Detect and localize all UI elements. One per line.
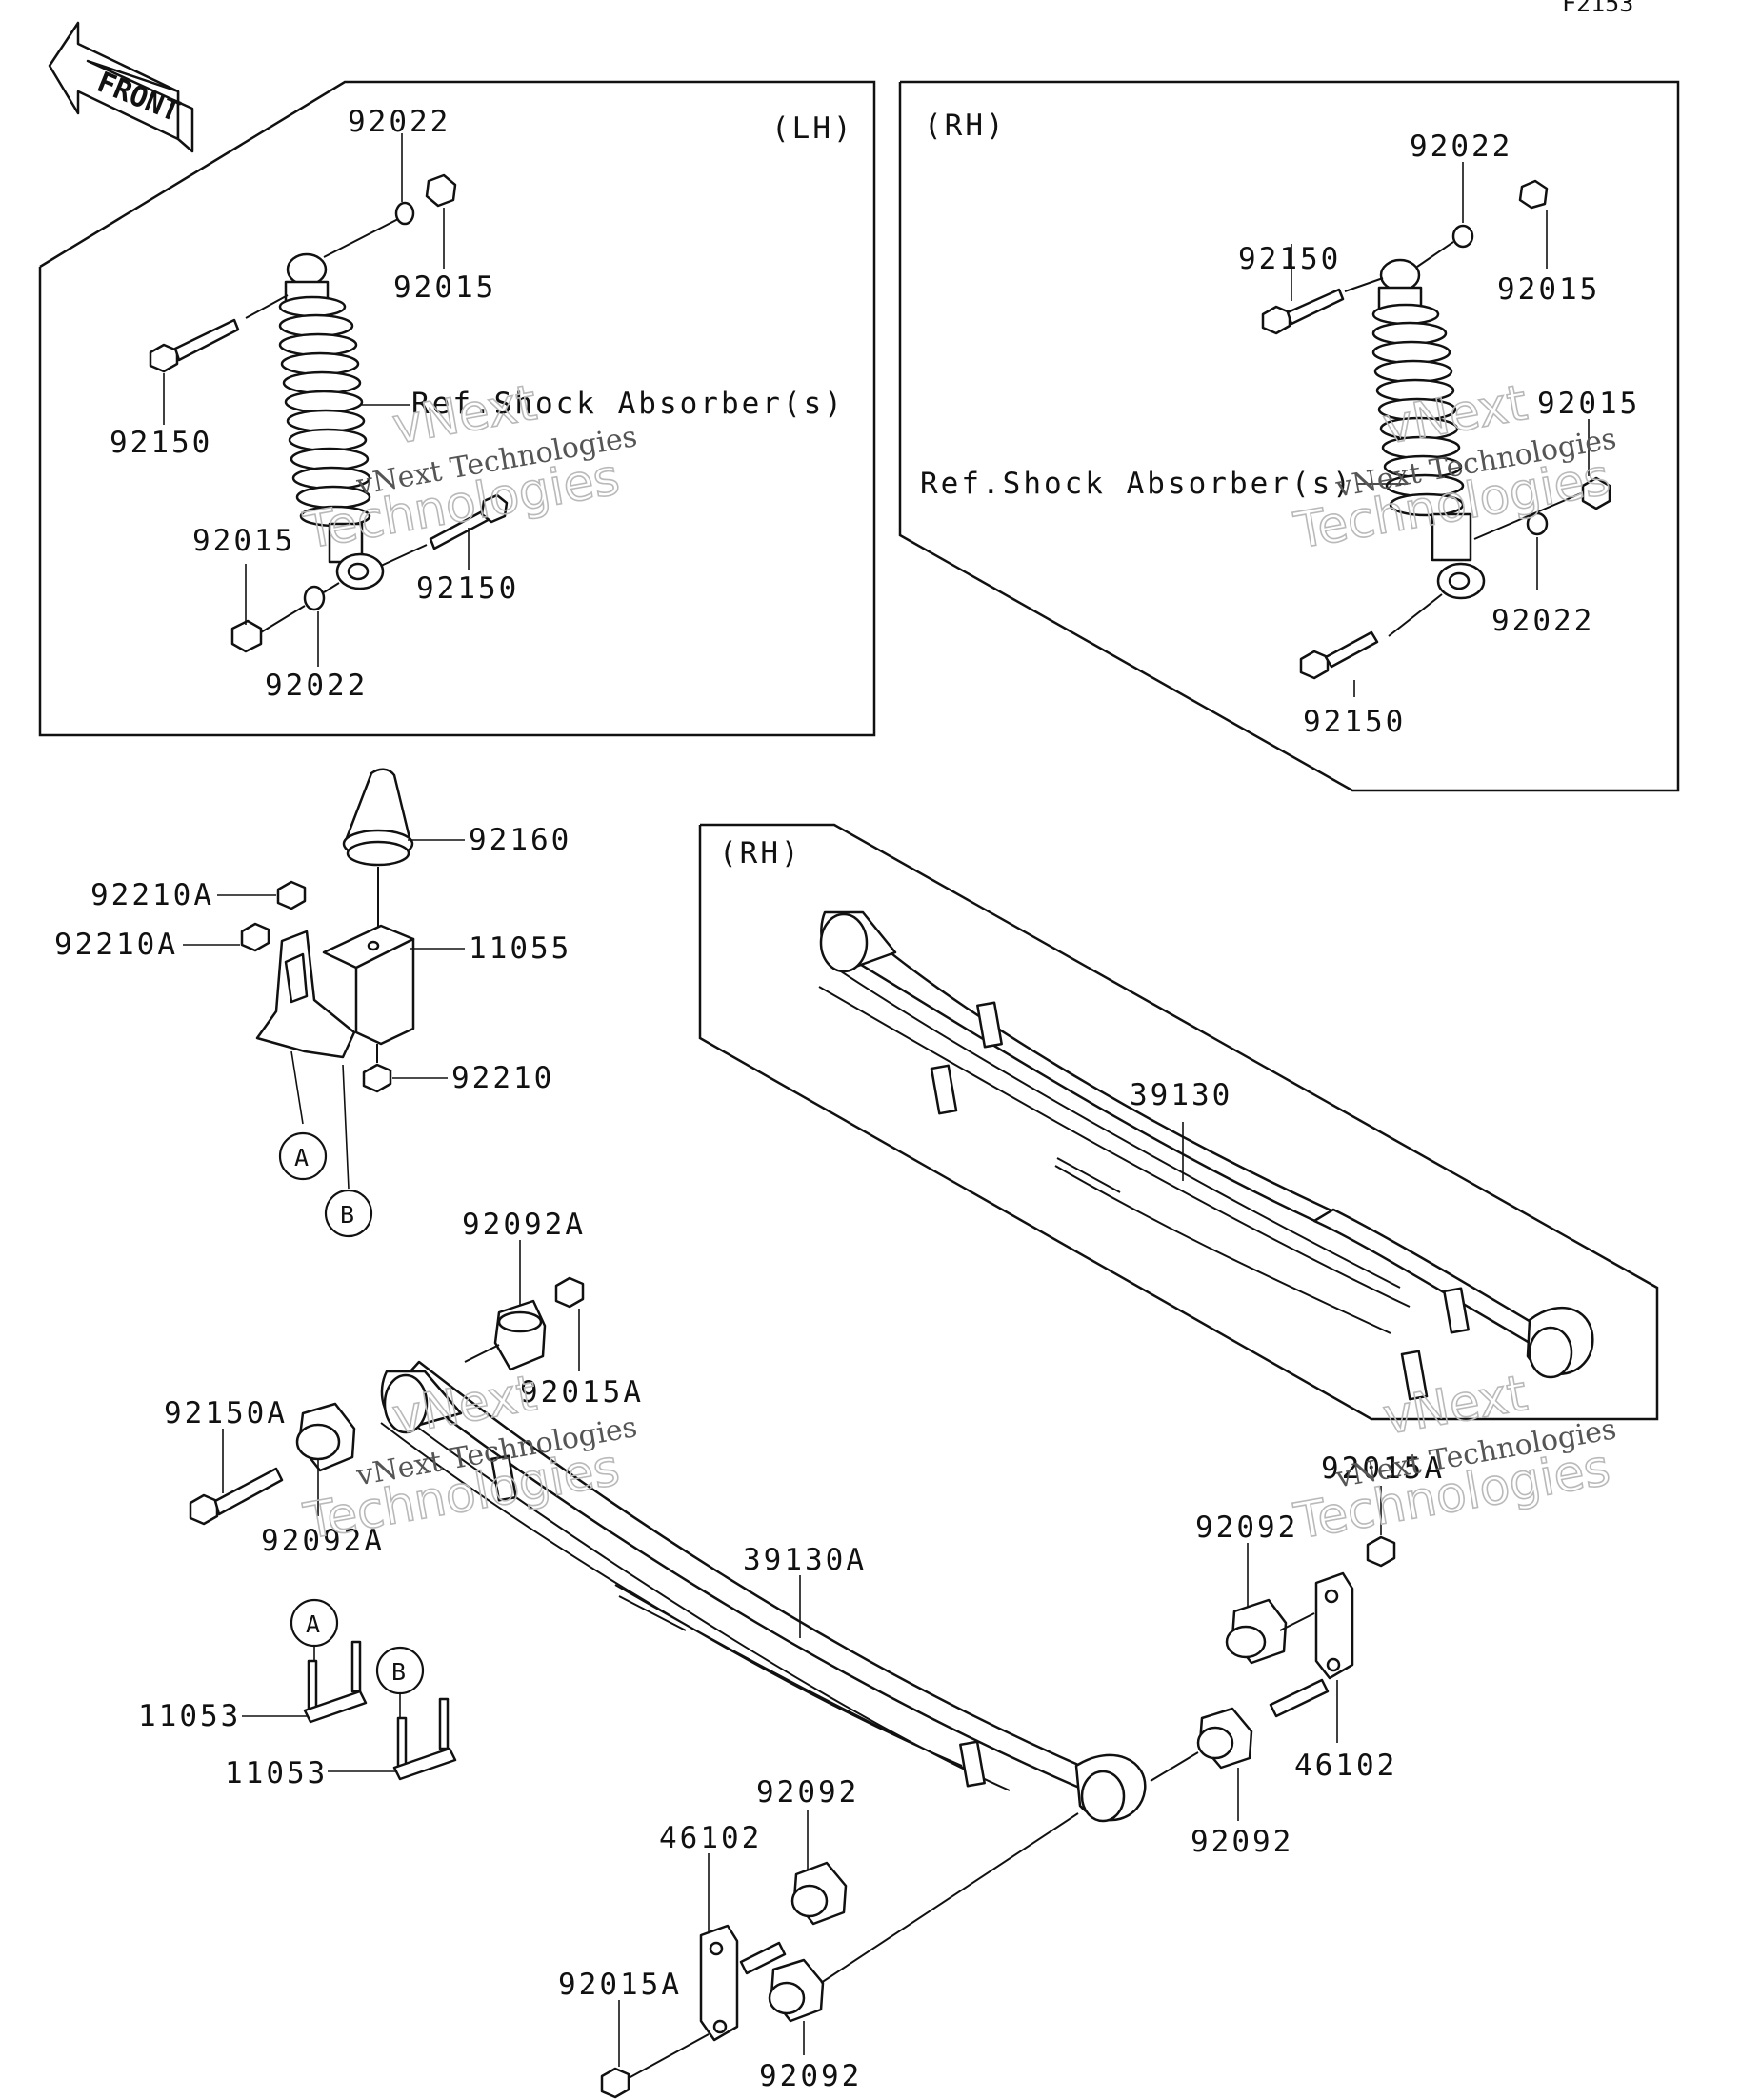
lh-bottom-bolt-icon <box>380 493 509 567</box>
flange-nut-a2-icon <box>240 922 270 952</box>
rh-spring-side-label: (RH) <box>719 836 802 870</box>
ref-circle-b2-text: B <box>391 1658 406 1686</box>
label-39130a: 39130A <box>743 1543 867 1577</box>
bump-stopper-icon <box>342 768 414 867</box>
lh-top-bolt-icon <box>149 294 289 373</box>
rh-top-nut-icon <box>1518 179 1549 210</box>
rh-side-label: (RH) <box>924 109 1007 143</box>
label-39130: 39130 <box>1130 1078 1232 1112</box>
bushing-92092a-left-icon <box>295 1402 356 1472</box>
rh-label-92022-top: 92022 <box>1410 130 1512 164</box>
rh-shock-absorber <box>1371 258 1486 600</box>
shackle-46102-front-icon <box>699 1924 787 2042</box>
lh-top-nut-icon <box>425 173 457 208</box>
nut-92015a-front-icon <box>600 2067 630 2099</box>
label-46102-rear: 46102 <box>1294 1749 1397 1783</box>
ref-circle-a-text: A <box>294 1144 309 1171</box>
lh-leaf-spring-icon <box>380 1360 1147 1823</box>
label-92092a-left: 92092A <box>261 1524 385 1558</box>
lh-label-92015-top: 92015 <box>393 270 496 305</box>
bracket-group: 92160 92210A 92210A 11055 92210 A B <box>54 768 571 1238</box>
ref-circle-a2-text: A <box>306 1610 320 1638</box>
rh-leaf-spring-icon <box>818 910 1594 1401</box>
label-92015a-top: 92015A <box>520 1375 644 1410</box>
rh-mid-nut-icon <box>1581 476 1611 510</box>
label-11053-a: 11053 <box>138 1699 241 1733</box>
label-92092a-top: 92092A <box>462 1208 586 1242</box>
rh-bottom-collar-icon <box>1526 511 1549 536</box>
front-arrow-icon: FRONT <box>48 21 194 153</box>
lh-spring-coils <box>278 295 371 528</box>
ubolt-b-icon <box>392 1697 457 1781</box>
label-92092-rear-lower: 92092 <box>1191 1825 1293 1859</box>
bushing-92092-rear-upper-icon <box>1225 1598 1288 1665</box>
figure-code: F2153 <box>1562 0 1633 17</box>
label-92015a-front: 92015A <box>558 1968 682 2002</box>
ref-circle-b-text: B <box>340 1201 354 1229</box>
rh-spring-panel: (RH) 39130 <box>698 823 1659 1421</box>
rh-label-92150-top: 92150 <box>1238 242 1341 276</box>
lh-side-label: (LH) <box>771 111 854 146</box>
label-92210a-2: 92210A <box>54 928 178 962</box>
lh-bottom-collar-icon <box>303 585 326 611</box>
rh-label-92015-mid: 92015 <box>1537 387 1640 421</box>
lh-label-92150-top: 92150 <box>110 426 212 460</box>
rh-bottom-bolt-icon <box>1299 593 1443 680</box>
label-11053-b: 11053 <box>225 1756 328 1790</box>
label-92092-front-lower: 92092 <box>759 2059 862 2093</box>
ubolt-a-icon <box>303 1640 368 1724</box>
label-11055: 11055 <box>469 931 571 966</box>
rh-label-92022-bottom: 92022 <box>1491 604 1594 638</box>
nut-92015a-rear-icon <box>1366 1535 1396 1568</box>
rh-label-92150-bottom: 92150 <box>1303 705 1406 739</box>
lh-top-collar-icon <box>394 201 415 226</box>
label-92092-front-upper: 92092 <box>756 1775 859 1810</box>
bushing-92092a-top-icon <box>493 1299 547 1371</box>
lh-label-92022-top: 92022 <box>348 105 450 139</box>
label-92092-rear-upper: 92092 <box>1195 1510 1298 1545</box>
label-92210: 92210 <box>451 1061 554 1095</box>
flange-nut-icon <box>362 1063 392 1093</box>
shackle-46102-rear-icon <box>1269 1571 1354 1718</box>
flange-nut-a1-icon <box>276 880 307 910</box>
lh-shock-absorber <box>278 252 385 590</box>
nut-92015a-top-icon <box>554 1276 585 1309</box>
label-92015a-rear: 92015A <box>1321 1451 1445 1486</box>
ref-circle-a <box>278 1131 328 1181</box>
rh-label-92015-top: 92015 <box>1497 272 1600 307</box>
rh-shock-panel: (RH) <box>898 80 1680 792</box>
bushing-92092-front-lower-icon <box>768 1958 825 2023</box>
bolt-92150a-icon <box>189 1467 284 1526</box>
lh-shock-panel: (LH) <box>38 80 876 737</box>
bushing-92092-rear-lower-icon <box>1196 1707 1253 1770</box>
label-46102-front: 46102 <box>659 1821 762 1855</box>
lh-label-92150-bottom: 92150 <box>416 571 519 606</box>
rh-label-ref-shock: Ref.Shock Absorber(s) <box>920 467 1353 501</box>
bracket-icon <box>255 924 415 1059</box>
rh-top-bolt-icon <box>1261 277 1384 335</box>
label-92150a: 92150A <box>164 1396 288 1430</box>
label-92160: 92160 <box>469 823 571 857</box>
lh-spring-assembly: A B <box>138 1208 1445 2099</box>
ref-circle-b <box>324 1189 373 1238</box>
lh-label-92015-bottom: 92015 <box>192 524 295 558</box>
lh-label-92022-bottom: 92022 <box>265 669 368 703</box>
rh-top-collar-icon <box>1451 224 1474 249</box>
lh-label-ref-shock: Ref.Shock Absorber(s) <box>411 387 845 421</box>
lh-bottom-nut-icon <box>230 619 263 653</box>
label-92210a-1: 92210A <box>90 878 214 912</box>
bushing-92092-front-upper-icon <box>790 1861 848 1926</box>
